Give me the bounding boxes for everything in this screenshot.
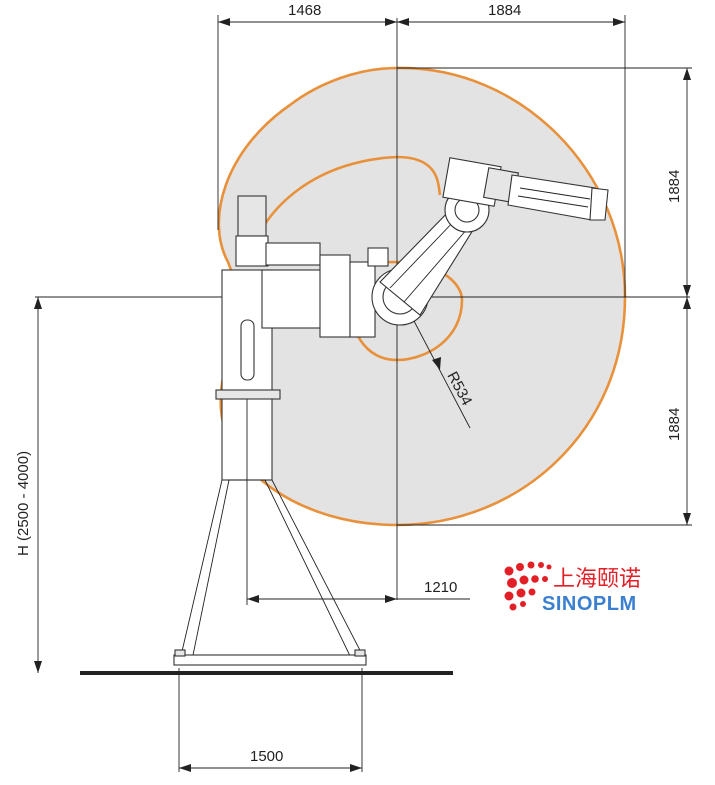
- dim-right-upper: 1884: [666, 170, 683, 203]
- arrow: [385, 595, 397, 603]
- arrow: [179, 764, 191, 772]
- arrow: [683, 297, 691, 309]
- base-plate: [173, 654, 367, 666]
- dim-top-left: 1468: [288, 2, 321, 19]
- arrow: [432, 357, 441, 370]
- dim-top-right: 1884: [488, 2, 521, 19]
- foot-right: [354, 649, 366, 657]
- logo-chinese-text: 上海颐诺: [553, 567, 641, 592]
- arrow: [350, 764, 362, 772]
- arrow: [34, 661, 42, 673]
- arrow: [385, 18, 397, 26]
- sinoplm-logo: 上海颐诺 SINOPLM: [504, 561, 641, 615]
- logo-english-text: SINOPLM: [542, 593, 637, 615]
- arrow: [397, 18, 409, 26]
- column-collar: [215, 389, 281, 400]
- arrow: [34, 297, 42, 309]
- foot-left: [174, 649, 186, 657]
- logo-dots-icon: [504, 561, 552, 611]
- dim-right-lower: 1884: [666, 408, 683, 441]
- dim-height: H (2500 - 4000): [15, 451, 32, 556]
- dim-base-width: 1500: [250, 748, 283, 765]
- dim-reach-offset: 1210: [424, 579, 457, 596]
- arrow: [683, 285, 691, 297]
- pedestal-frame: [179, 479, 366, 661]
- arrow: [683, 68, 691, 80]
- arrow: [218, 18, 230, 26]
- floor-line: [80, 671, 453, 675]
- robot-arm: [235, 157, 609, 338]
- arrow: [613, 18, 625, 26]
- workspace-inner-arc: [246, 155, 442, 263]
- arrow: [683, 513, 691, 525]
- arrow: [247, 595, 259, 603]
- column-slot: [240, 319, 255, 381]
